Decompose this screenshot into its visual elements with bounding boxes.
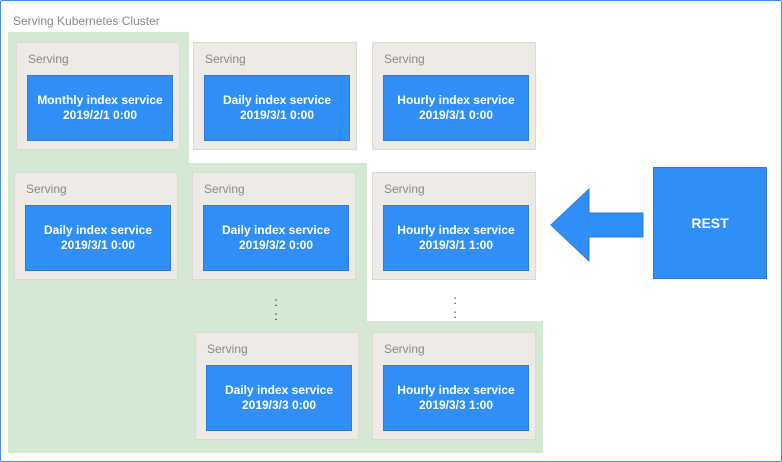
ellipsis-dot: : (453, 307, 457, 321)
daily-index-service[interactable]: Daily index service 2019/3/1 0:00 (25, 205, 171, 271)
ellipsis-vertical: : : (450, 293, 460, 321)
service-date: 2019/3/2 0:00 (238, 238, 314, 252)
serving-pod-hourly-1[interactable]: Serving Hourly index service 2019/3/1 0:… (372, 42, 536, 150)
service-date: 2019/3/1 0:00 (239, 108, 315, 122)
pod-label: Serving (384, 342, 425, 356)
pod-label: Serving (384, 182, 425, 196)
service-date: 2019/3/1 0:00 (60, 238, 136, 252)
hourly-index-service[interactable]: Hourly index service 2019/3/1 1:00 (383, 205, 529, 271)
service-name: Hourly index service (397, 223, 515, 237)
ellipsis-dot: : (274, 295, 278, 309)
serving-pod-daily-1[interactable]: Serving Daily index service 2019/3/1 0:0… (193, 42, 357, 150)
hourly-index-service[interactable]: Hourly index service 2019/3/1 0:00 (383, 75, 529, 141)
service-date: 2019/3/1 0:00 (418, 108, 494, 122)
serving-pod-daily-3[interactable]: Serving Daily index service 2019/3/2 0:0… (192, 172, 356, 280)
ellipsis-dot: : (274, 309, 278, 323)
ellipsis-vertical: : : (271, 295, 281, 323)
serving-pod-hourly-3[interactable]: Serving Hourly index service 2019/3/3 1:… (372, 332, 536, 440)
service-name: Daily index service (222, 93, 332, 107)
pod-label: Serving (384, 52, 425, 66)
daily-index-service[interactable]: Daily index service 2019/3/3 0:00 (206, 365, 352, 431)
serving-pod-hourly-2[interactable]: Serving Hourly index service 2019/3/1 1:… (372, 172, 536, 280)
service-name: Monthly index service (37, 93, 163, 107)
service-date: 2019/3/3 1:00 (418, 398, 494, 412)
rest-label: REST (691, 215, 729, 231)
pod-label: Serving (204, 182, 245, 196)
serving-pod-daily-2[interactable]: Serving Daily index service 2019/3/1 0:0… (14, 172, 178, 280)
pod-label: Serving (207, 342, 248, 356)
service-name: Daily index service (224, 383, 334, 397)
monthly-index-service[interactable]: Monthly index service 2019/2/1 0:00 (27, 75, 173, 141)
service-date: 2019/3/3 0:00 (241, 398, 317, 412)
arrow-left-icon (550, 187, 644, 263)
daily-index-service[interactable]: Daily index service 2019/3/1 0:00 (204, 75, 350, 141)
serving-pod-monthly[interactable]: Serving Monthly index service 2019/2/1 0… (16, 42, 180, 150)
service-name: Hourly index service (397, 93, 515, 107)
serving-pod-daily-4[interactable]: Serving Daily index service 2019/3/3 0:0… (195, 332, 359, 440)
service-name: Daily index service (221, 223, 331, 237)
rest-endpoint[interactable]: REST (653, 167, 767, 279)
pod-label: Serving (28, 52, 69, 66)
cluster-title: Serving Kubernetes Cluster (13, 14, 160, 28)
ellipsis-dot: : (453, 293, 457, 307)
hourly-index-service[interactable]: Hourly index service 2019/3/3 1:00 (383, 365, 529, 431)
daily-index-service[interactable]: Daily index service 2019/3/2 0:00 (203, 205, 349, 271)
service-date: 2019/2/1 0:00 (62, 108, 138, 122)
service-date: 2019/3/1 1:00 (418, 238, 494, 252)
service-name: Hourly index service (397, 383, 515, 397)
pod-label: Serving (26, 182, 67, 196)
pod-label: Serving (205, 52, 246, 66)
service-name: Daily index service (43, 223, 153, 237)
